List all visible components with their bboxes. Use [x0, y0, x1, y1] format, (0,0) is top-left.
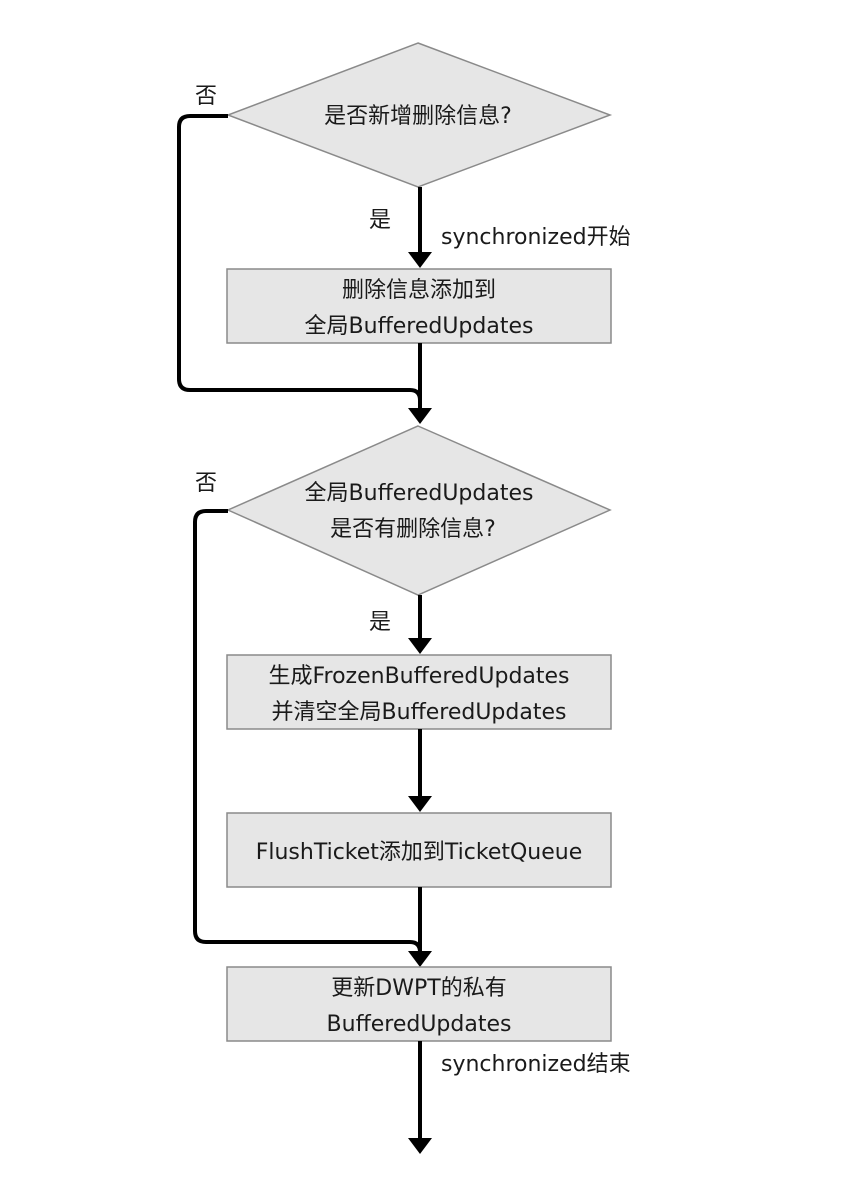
step-add-delete-box	[226, 268, 612, 344]
decision-has-delete-diamond	[226, 425, 612, 596]
step-flush-ticket-line1: FlushTicket添加到TicketQueue	[256, 840, 583, 865]
arrowhead-d1-to-step1	[408, 252, 432, 268]
decision-has-delete-no-label: 否	[195, 471, 217, 496]
sync-end-annotation: synchronized结束	[441, 1052, 631, 1077]
arrowhead-d2-to-step2	[408, 638, 432, 654]
sync-start-annotation: synchronized开始	[441, 225, 631, 250]
arrowhead-step2-to-step3	[408, 796, 432, 812]
connector-d1-no-branch	[177, 114, 422, 408]
step-update-private-line2: BufferedUpdates	[327, 1012, 512, 1037]
step-update-private-line1: 更新DWPT的私有	[331, 976, 506, 1001]
decision-new-delete-yes-label: 是	[369, 208, 391, 233]
arrowhead-end	[408, 1138, 432, 1154]
step-generate-frozen-box	[226, 654, 612, 730]
step-generate-frozen-line1: 生成FrozenBufferedUpdates	[268, 664, 569, 689]
decision-new-delete-label: 是否新增删除信息?	[324, 104, 512, 129]
connector-d2-no-branch	[193, 509, 422, 953]
decision-new-delete-no-label: 否	[195, 84, 217, 109]
decision-has-delete-line2: 是否有删除信息?	[330, 517, 496, 542]
arrowhead-to-d2	[408, 408, 432, 424]
step-add-delete-line1: 删除信息添加到	[342, 278, 496, 303]
step-generate-frozen-line2: 并清空全局BufferedUpdates	[272, 700, 567, 725]
step-add-delete-line2: 全局BufferedUpdates	[305, 314, 534, 339]
arrowhead-step3-to-step4	[408, 951, 432, 967]
decision-has-delete-line1: 全局BufferedUpdates	[305, 481, 534, 506]
step-flush-ticket-box	[226, 812, 612, 888]
decision-has-delete-yes-label: 是	[369, 610, 391, 635]
